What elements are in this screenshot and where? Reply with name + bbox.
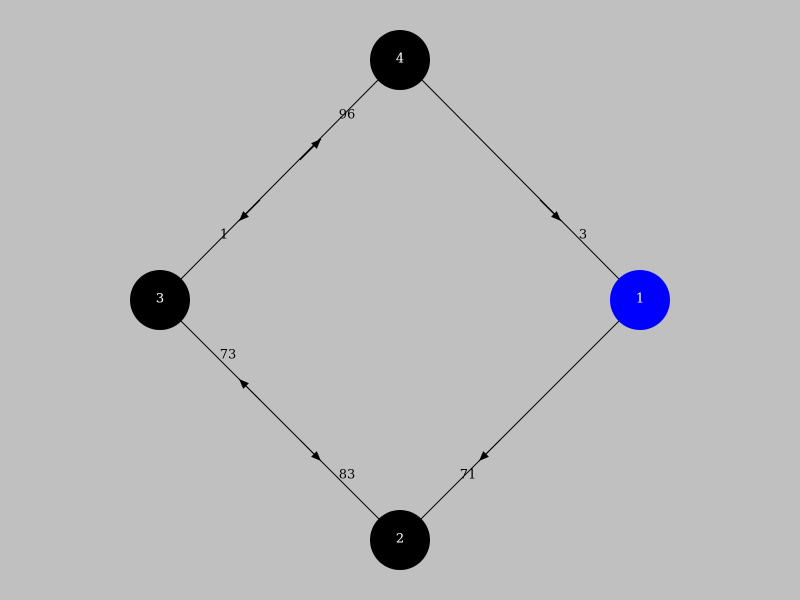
edge-label-4-1-to: 3	[579, 228, 587, 243]
graph-node-2[interactable]: 2	[370, 510, 430, 570]
edge-label-3-4-from: 1	[220, 228, 228, 243]
edge-4-1[interactable]: 3	[420, 78, 620, 280]
graph-node-1[interactable]: 1	[610, 270, 670, 330]
node-label-1: 1	[636, 292, 644, 307]
node-circle-4[interactable]	[370, 30, 430, 90]
node-circle-1[interactable]	[610, 270, 670, 330]
node-label-2: 2	[396, 532, 404, 547]
node-label-3: 3	[156, 292, 164, 307]
edge-label-2-3-to: 73	[220, 348, 237, 363]
graph-node-4[interactable]: 4	[370, 30, 430, 90]
edge-3-4[interactable]: 1 96	[180, 78, 380, 280]
node-circle-2[interactable]	[370, 510, 430, 570]
edge-2-3[interactable]: 83 73	[180, 320, 380, 520]
node-circle-3[interactable]	[130, 270, 190, 330]
edge-label-3-4-to: 96	[339, 108, 356, 123]
edge-label-1-2-to: 71	[460, 468, 477, 483]
edge-1-2[interactable]: 71	[420, 320, 620, 520]
edge-label-2-3-from: 83	[339, 468, 356, 483]
node-label-4: 4	[396, 52, 404, 67]
graph-node-3[interactable]: 3	[130, 270, 190, 330]
